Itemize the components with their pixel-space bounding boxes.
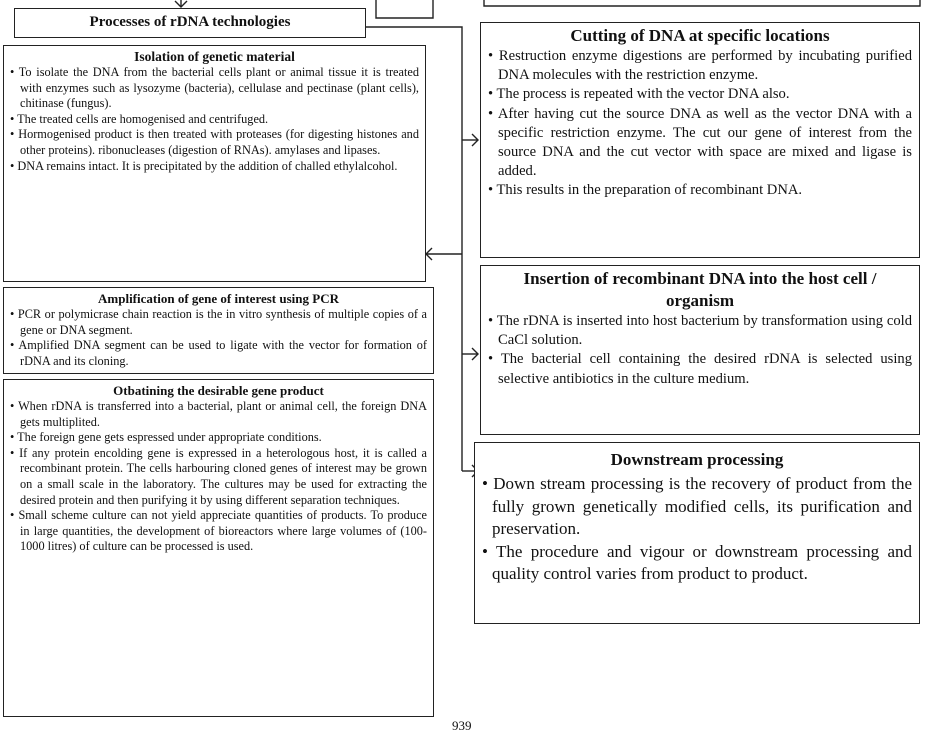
cutting-box: Cutting of DNA at specific locations Res… xyxy=(480,22,920,258)
cropped-top-box xyxy=(375,0,434,19)
arrow-to-cutting-head xyxy=(471,133,479,147)
obtaining-point: The foreign gene gets espressed under ap… xyxy=(10,430,427,446)
cutting-point: After having cut the source DNA as well … xyxy=(488,105,912,182)
isolation-point: The treated cells are homogenised and ce… xyxy=(10,112,419,128)
downstream-box: Downstream processing Down stream proces… xyxy=(474,442,920,624)
insertion-point: The bacterial cell containing the desire… xyxy=(488,350,912,388)
downstream-title: Downstream processing xyxy=(610,450,784,469)
page-number: 939 xyxy=(452,718,472,733)
insertion-box: Insertion of recombinant DNA into the ho… xyxy=(480,265,920,435)
processes-label-box: Processes of rDNA technologies xyxy=(14,8,366,38)
arrow-to-insertion-head xyxy=(471,347,479,361)
insertion-title: Insertion of recombinant DNA into the ho… xyxy=(523,269,877,310)
cutting-title: Cutting of DNA at specific locations xyxy=(570,26,830,45)
isolation-title: Isolation of genetic material xyxy=(134,49,295,64)
insertion-point: The rDNA is inserted into host bacterium… xyxy=(488,312,912,350)
arrow-into-processes-head xyxy=(174,0,188,8)
amplification-point: Amplified DNA segment can be used to lig… xyxy=(10,338,427,369)
obtaining-title: Otbatining the desirable gene product xyxy=(113,383,324,398)
cutting-point: This results in the preparation of recom… xyxy=(488,181,912,200)
downstream-point: Down stream processing is the recovery o… xyxy=(482,473,912,541)
amplification-title: Amplification of gene of interest using … xyxy=(98,291,339,306)
arrow-to-isolation-head xyxy=(425,247,433,261)
isolation-point: DNA remains intact. It is precipitated b… xyxy=(10,159,419,175)
isolation-box: Isolation of genetic material To isolate… xyxy=(3,45,426,282)
isolation-point: To isolate the DNA from the bacterial ce… xyxy=(10,65,419,112)
processes-label: Processes of rDNA technologies xyxy=(89,14,291,30)
obtaining-box: Otbatining the desirable gene product Wh… xyxy=(3,379,434,717)
obtaining-point: When rDNA is transferred into a bacteria… xyxy=(10,399,427,430)
obtaining-point: Small scheme culture can not yield appre… xyxy=(10,508,427,555)
amplification-box: Amplification of gene of interest using … xyxy=(3,287,434,374)
obtaining-point: If any protein encolding gene is express… xyxy=(10,446,427,508)
cropped-top-right-box xyxy=(483,0,921,7)
amplification-point: PCR or polymicrase chain reaction is the… xyxy=(10,307,427,338)
isolation-point: Hormogenised product is then treated wit… xyxy=(10,127,419,158)
downstream-point: The procedure and vigour or downstream p… xyxy=(482,541,912,586)
cutting-point: Restruction enzyme digestions are perfor… xyxy=(488,47,912,85)
cutting-point: The process is repeated with the vector … xyxy=(488,85,912,104)
